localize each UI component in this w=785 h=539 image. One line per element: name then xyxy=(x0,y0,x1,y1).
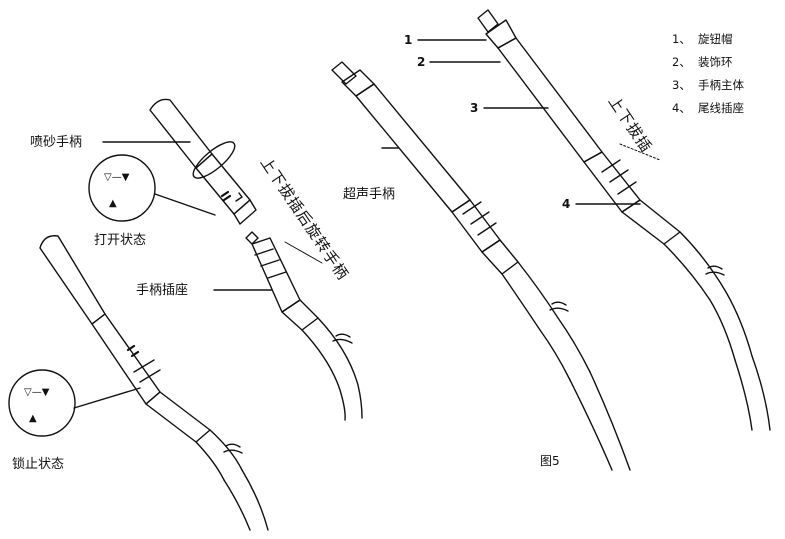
lock-state-circle xyxy=(8,369,141,437)
lock-state-triangle-icon: ▲ xyxy=(29,413,37,424)
legend-text: 手柄主体 xyxy=(698,78,744,92)
plug-direction-line-right xyxy=(619,143,661,161)
legend-number: 1、 xyxy=(672,32,691,46)
legend-text: 尾线插座 xyxy=(698,101,744,115)
handle-socket-part xyxy=(245,231,363,421)
open-state-arrow-symbol: ▽—▼ xyxy=(104,172,130,183)
sandblast-handle-locked xyxy=(39,235,269,531)
labeled-handle xyxy=(477,9,771,431)
open-state-triangle-icon: ▲ xyxy=(109,198,117,209)
lock-state-arrow-symbol: ▽—▼ xyxy=(24,387,50,398)
legend-number: 3、 xyxy=(672,78,691,92)
figure-caption: 图5 xyxy=(540,454,560,468)
open-state-label: 打开状态 xyxy=(94,233,147,248)
handle-socket-label: 手柄插座 xyxy=(136,283,189,298)
sandblast-handle-open xyxy=(149,98,257,225)
open-state-circle xyxy=(88,154,216,222)
legend-item-2: 2、装饰环 xyxy=(672,55,733,69)
plug-direction-line xyxy=(284,241,323,264)
legend-number: 4、 xyxy=(672,101,691,115)
callout-number-1: 1 xyxy=(404,33,413,47)
legend-text: 旋钮帽 xyxy=(698,32,733,46)
lock-state-label: 锁止状态 xyxy=(12,457,65,472)
callout-number-2: 2 xyxy=(417,55,426,69)
legend-item-4: 4、尾线插座 xyxy=(672,101,744,115)
callout-number-4: 4 xyxy=(562,197,571,211)
sandblast-handle-label: 喷砂手柄 xyxy=(30,135,83,150)
legend-item-3: 3、手柄主体 xyxy=(672,78,744,92)
ultrasonic-handle xyxy=(331,61,631,471)
legend-text: 装饰环 xyxy=(698,55,733,69)
callout-number-3: 3 xyxy=(470,101,479,115)
ultrasonic-handle-label: 超声手柄 xyxy=(343,187,396,202)
legend-number: 2、 xyxy=(672,55,691,69)
legend-item-1: 1、旋钮帽 xyxy=(672,32,733,46)
